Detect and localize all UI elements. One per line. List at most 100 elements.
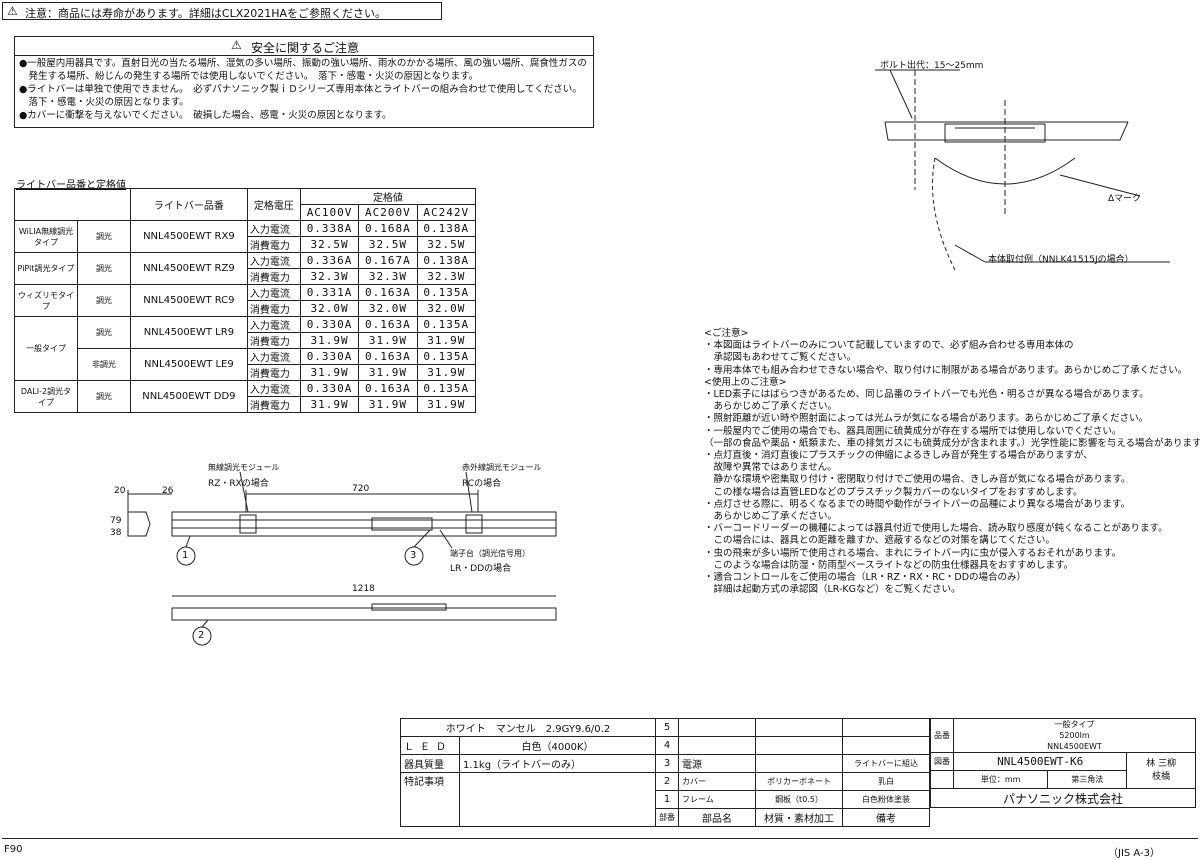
part-cell: NNL4500EWT RZ9 [129,252,248,285]
current-value: 0.167A [358,252,418,269]
company: パナソニック株式会社 [930,788,1196,808]
note-line: <ご注意> [704,328,749,339]
finish-cell: ホワイト マンセル 2.9GY9.6/0.2 [400,718,656,737]
power-value: 32.3W [358,268,418,285]
bar-side-block [371,603,447,611]
current-value: 0.330A [299,348,360,365]
footer-right: （JIS A-3） [1108,848,1161,859]
current-value: 0.163A [358,380,418,397]
current-value: 0.331A [299,284,360,301]
safety-line: ●一般屋内用器具です。直射日光の当たる場所、湿気の多い場所、振動の強い場所、雨水… [19,58,587,69]
part-cell: NNL4500EWT LE9 [129,348,248,381]
example-leader [954,244,986,263]
power-value: 31.9W [358,364,418,381]
note-line: （一部の食品や薬品・紙類また、車の排気ガスにも硫黄成分が含まれます。）光学性能に… [704,437,1200,449]
current-label: 入力電流 [246,220,301,237]
dim-26: 26 [162,486,174,496]
note-line: ・点灯させる際に、明るくなるまでの時間や動作がライトバーの品種により異なる場合が… [704,498,1131,510]
callout-leader-2 [201,619,209,628]
power-value: 32.0W [299,300,360,317]
wireless-module [239,514,257,534]
drawing-no-label: 図番 [930,752,954,771]
type-cell: ウィズリモタイプ [14,284,78,317]
ir-module-case: RCの場合 [462,479,502,489]
power-value: 31.9W [299,332,360,349]
unit-blank [930,770,954,789]
part-no: 4 [655,736,679,755]
part-name: カバー [678,772,756,791]
model-cell: 一般タイプ 5200lm NNL4500EWT [953,718,1196,753]
top-note-box: ⚠ 注意：商品には寿命があります。詳細はCLX2021HAをご参照ください。 [2,2,442,20]
current-value: 0.138A [416,220,477,237]
type-cell: 一般タイプ [14,316,78,381]
current-value: 0.138A [416,252,477,269]
bolt-leader-2 [889,69,913,119]
cover-arc [934,157,1076,185]
note-line: あらかじめご了承ください。 [704,511,838,523]
current-value: 0.135A [416,284,477,301]
voltage-header: AC100V [299,204,360,221]
dim-cell: 調光 [77,380,131,413]
part-name: フレーム [678,790,756,809]
note-line: ・虫の飛来が多い場所で使用される場合、まれにライトバー内に虫が侵入するおそれがあ… [704,547,1122,559]
power-value: 31.9W [416,396,477,413]
power-value: 32.0W [416,300,477,317]
current-value: 0.338A [299,220,360,237]
safety-box: ⚠ 安全に関するご注意 ●一般屋内用器具です。直射日光の当たる場所、湿気の多い場… [14,36,594,128]
terminal-label: 端子台（調光信号用） [450,549,530,558]
current-value: 0.163A [358,348,418,365]
dim-cell: 調光 [77,252,131,285]
current-label: 入力電流 [246,252,301,269]
spec-header-blank [14,188,131,221]
model-line2: 5200lm [1059,731,1090,740]
spec-table-caption: ライトバー品番と定格値 [16,180,126,191]
part-note: 白色粉体塗装 [842,790,930,809]
current-value: 0.336A [299,252,360,269]
header-material: 材質・素材加工 [755,808,843,827]
mass-label: 器具質量 [400,754,460,773]
warning-triangle-icon: ⚠ [7,4,18,18]
terminal-leader [439,529,453,549]
part-no: 1 [655,790,679,809]
power-value: 32.5W [299,236,360,253]
part-note [842,718,930,737]
terminal-case: LR・DDの場合 [450,564,512,574]
projection: 第三角法 [1047,770,1128,789]
body-outline [884,121,1129,141]
bar-top-outline [171,511,557,537]
power-label: 消費電力 [246,300,301,317]
part-cell: NNL4500EWT RC9 [129,284,248,317]
warning-triangle-icon: ⚠ [231,38,242,52]
current-value: 0.163A [358,284,418,301]
power-value: 31.9W [299,396,360,413]
note-line: ・本図面はライトバーのみについて記載していますので、必ず組み合わせる専用本体の [704,340,1074,352]
power-value: 31.9W [416,332,477,349]
note-line: ・一般屋内でご使用の場合でも、器具周囲に硫黄成分が存在する場所では使用しないでく… [704,425,1122,437]
part-name [678,736,756,755]
header-remark: 備考 [842,808,930,827]
callout-leader-1 [185,535,191,548]
note-line: 詳細は起動方式の承認図（LR-KGなど）をご覧ください。 [704,584,961,596]
current-value: 0.135A [416,348,477,365]
power-label: 消費電力 [246,332,301,349]
current-label: 入力電流 [246,316,301,333]
power-value: 32.3W [299,268,360,285]
sign2: 三柳 [1158,758,1177,769]
power-label: 消費電力 [246,236,301,253]
dim-cell: 調光 [77,220,131,253]
note-line: あらかじめご了承ください。 [704,401,838,413]
part-note [842,736,930,755]
power-label: 消費電力 [246,396,301,413]
model-label: 品番 [930,718,954,753]
sign3: 枝橋 [1152,771,1171,782]
header-no: 部番 [655,808,679,827]
dim-cell: 非調光 [77,348,131,381]
safety-lines: ●一般屋内用器具です。直射日光の当たる場所、湿気の多い場所、振動の強い場所、雨水… [19,57,587,122]
voltage-header: AC242V [416,204,477,221]
part-name [678,718,756,737]
dim-cell: 調光 [77,316,131,349]
power-label: 消費電力 [246,364,301,381]
power-value: 31.9W [358,396,418,413]
dim-720: 720 [352,484,370,494]
spec-header-part: ライトバー品番 [129,188,248,221]
